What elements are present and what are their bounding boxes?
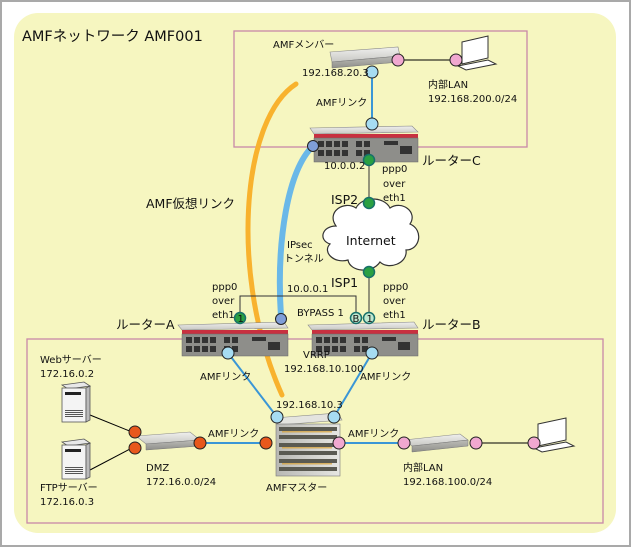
member-ip-label: 192.168.20.3	[302, 68, 369, 79]
web-server-icon[interactable]	[60, 381, 92, 423]
port-lan100-laptop[interactable]	[469, 436, 483, 450]
port-routerb-eth1-label: 1	[367, 314, 373, 325]
amf-link-a-label: AMFリンク	[200, 371, 251, 383]
port-routera-amf[interactable]	[221, 346, 235, 360]
router-c-ip-label: 10.0.0.2	[324, 161, 365, 172]
router-a-label: ルーターA	[116, 317, 175, 332]
lan200-name-label: 内部LAN	[428, 78, 468, 91]
master-ip-label: 192.168.10.3	[276, 400, 343, 411]
port-routera-eth1-label: 1	[238, 314, 244, 325]
ftp-ip-label: 172.16.0.3	[40, 497, 94, 508]
internet-label: Internet	[346, 233, 396, 248]
vrrp-ip-label: 192.168.10.100	[284, 364, 364, 375]
router-c-label: ルーターC	[422, 153, 481, 168]
port-isp2[interactable]	[362, 196, 376, 210]
port-dmz-web[interactable]	[128, 425, 142, 439]
router-c-ppp-line3: eth1	[383, 193, 406, 204]
isp2-label: ISP2	[331, 192, 358, 207]
network-title: AMFネットワーク AMF001	[22, 28, 203, 45]
port-routerb-eth1[interactable]	[362, 311, 376, 325]
amf-member-label: AMFメンバー	[273, 39, 334, 51]
router-a-ppp-line3: eth1	[212, 310, 235, 321]
amf-link-b-label: AMFリンク	[360, 371, 411, 383]
amf-master-chassis[interactable]	[273, 412, 343, 477]
port-laptop-lan100[interactable]	[527, 436, 541, 450]
router-a[interactable]	[177, 321, 289, 357]
port-laptop-lan200[interactable]	[449, 53, 463, 67]
port-dmz-ftp[interactable]	[128, 441, 142, 455]
lan200-net-label: 192.168.200.0/24	[428, 94, 517, 105]
laptop-lan200-icon[interactable]	[456, 35, 498, 71]
router-c-ppp-line2: over	[383, 179, 406, 190]
router-b-ppp-line3: eth1	[383, 310, 406, 321]
amf-master-label: AMFマスター	[266, 482, 327, 494]
port-member-uplink[interactable]	[365, 65, 379, 79]
web-ip-label: 172.16.0.2	[40, 369, 94, 380]
member-amf-link-label: AMFリンク	[316, 97, 367, 109]
router-b-label: ルーターB	[422, 317, 481, 332]
port-routerc-ppp0[interactable]	[362, 153, 376, 167]
port-lan100-uplink[interactable]	[397, 436, 411, 450]
amf-link-dmz-label: AMFリンク	[208, 428, 259, 440]
ipsec-label-line1: IPsec	[287, 240, 313, 251]
web-server-label: Webサーバー	[40, 354, 102, 366]
port-routera-eth1[interactable]	[233, 311, 247, 325]
router-a-ppp-line2: over	[212, 296, 235, 307]
lan100-name-label: 内部LAN	[403, 461, 443, 474]
amf-link-routera-master	[227, 352, 278, 418]
amf-virtual-link-label: AMF仮想リンク	[146, 196, 235, 211]
vrrp-label: VRRP	[303, 350, 330, 361]
ipsec-label-line2: トンネル	[284, 253, 324, 265]
isp1-label: ISP1	[331, 275, 358, 290]
port-master-lan100[interactable]	[332, 436, 346, 450]
dmz-name-label: DMZ	[146, 463, 169, 474]
ftp-server-icon[interactable]	[60, 438, 92, 480]
router-b[interactable]	[307, 321, 419, 357]
router-c[interactable]	[309, 125, 419, 163]
lan100-net-label: 192.168.100.0/24	[403, 477, 492, 488]
amf-link-lan100-label: AMFリンク	[348, 428, 399, 440]
port-dmz-uplink[interactable]	[193, 436, 207, 450]
port-routerb-amf[interactable]	[365, 346, 379, 360]
router-b-ppp-line1: ppp0	[383, 282, 408, 293]
ftp-server-label: FTPサーバー	[40, 482, 98, 494]
router-b-ppp-line2: over	[383, 296, 406, 307]
ipsec-tunnel-line	[276, 143, 316, 320]
port-master-b[interactable]	[327, 410, 341, 424]
port-routera-ipsec[interactable]	[275, 313, 287, 325]
port-routerc-amf[interactable]	[365, 117, 379, 131]
port-routerb-bypass[interactable]	[349, 311, 363, 325]
bypass-ip-label: 10.0.0.1	[287, 284, 328, 295]
amf-link-routerb-master	[333, 352, 373, 418]
bypass-line	[239, 295, 357, 318]
port-member-lan[interactable]	[391, 53, 405, 67]
bypass-label: BYPASS 1	[297, 308, 344, 319]
link-web-dmz	[89, 414, 133, 433]
link-ftp-dmz	[89, 447, 133, 471]
port-routerb-bypass-label: B	[353, 314, 360, 325]
router-a-ppp-line1: ppp0	[212, 282, 237, 293]
port-master-a[interactable]	[270, 410, 284, 424]
router-c-ppp-line1: ppp0	[382, 164, 407, 175]
amf-network-zone	[14, 13, 616, 533]
port-master-dmz[interactable]	[259, 436, 273, 450]
port-routerc-ipsec[interactable]	[307, 140, 319, 152]
dmz-net-label: 172.16.0.0/24	[146, 477, 216, 488]
port-isp1[interactable]	[362, 265, 376, 279]
